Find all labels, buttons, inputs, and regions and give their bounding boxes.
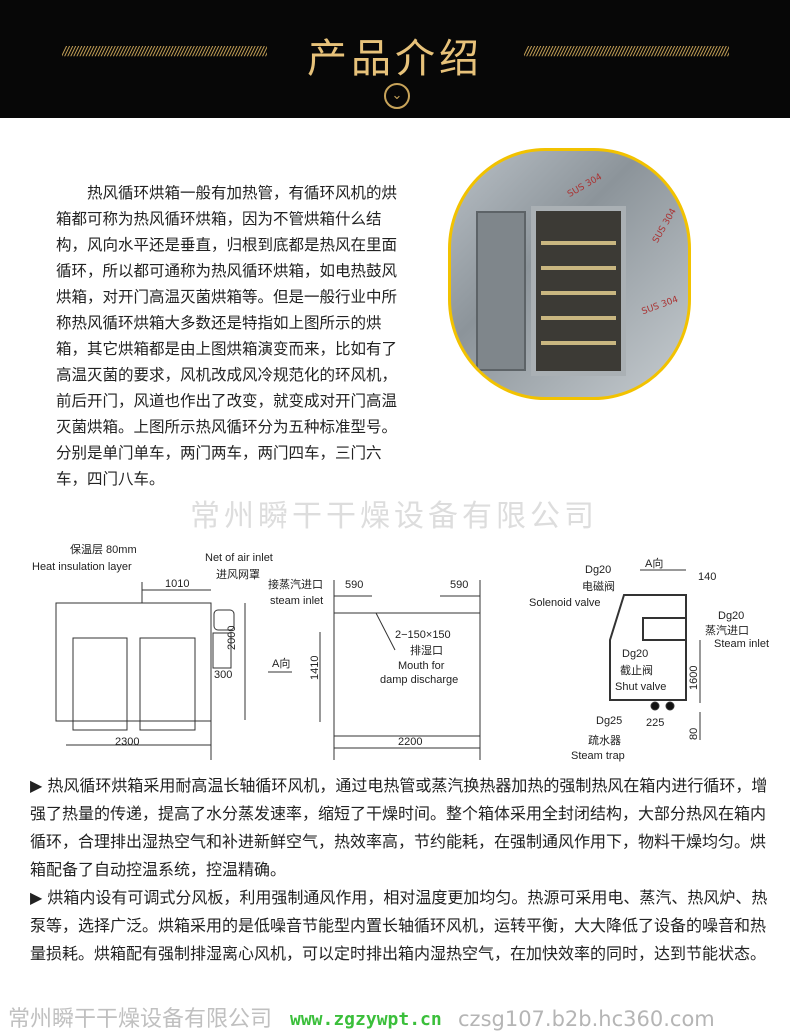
rack	[541, 316, 616, 320]
steam-inlet-en: steam inlet	[270, 595, 323, 607]
watermark-url: www.zgzywpt.cn	[290, 1009, 442, 1030]
air-inlet-cn: 进风网罩	[216, 568, 260, 581]
damp-size: 2−150×150	[395, 629, 451, 641]
chevron-down-icon: ⌄	[384, 83, 410, 109]
dim-1600: 1600	[688, 666, 700, 690]
dim-140: 140	[698, 571, 716, 583]
header-banner: ////////////////////////////////////////…	[0, 0, 790, 118]
sus-label: SUS 304	[640, 294, 680, 318]
damp-en: damp discharge	[380, 674, 458, 686]
insulation-cn: 保温层 80mm	[70, 542, 137, 556]
shut-en: Shut valve	[615, 681, 666, 693]
dim-2000: 2000	[226, 626, 238, 650]
dim-2200: 2200	[398, 736, 422, 748]
trap-cn: 疏水器	[588, 733, 621, 747]
decor-left: ////////////////////////////////////////…	[62, 44, 267, 58]
air-inlet-en: Net of air inlet	[205, 552, 273, 564]
dim-1010: 1010	[165, 578, 189, 590]
steam2-en: Steam inlet	[714, 638, 769, 650]
steam2-cn: 蒸汽进口	[705, 623, 749, 637]
product-photo: SUS 304 SUS 304 SUS 304	[448, 148, 691, 400]
rack	[541, 241, 616, 245]
page-title: 产品介绍	[307, 36, 483, 82]
damp-en: Mouth for	[398, 660, 445, 672]
insulation-en: Heat insulation layer	[32, 561, 132, 573]
rack	[541, 266, 616, 270]
dim-80: 80	[688, 728, 700, 740]
dim-1410: 1410	[309, 656, 321, 680]
dim-590: 590	[450, 579, 468, 591]
decor-right: ////////////////////////////////////////…	[524, 44, 729, 58]
a-direction: A向	[645, 556, 663, 570]
left-door	[476, 211, 526, 371]
rack	[541, 341, 616, 345]
solenoid-en: Solenoid valve	[529, 597, 601, 609]
dimension-diagram: 保温层 80mm Heat insulation layer Net of ai…	[32, 542, 769, 762]
dim-225: 225	[646, 717, 664, 729]
feature-text: ▶ 热风循环烘箱采用耐高温长轴循环风机，通过电热管或蒸汽换热器加热的强制热风在箱…	[30, 772, 775, 968]
watermark: 常州瞬干干燥设备有限公司	[8, 1007, 273, 1032]
feature-paragraph: ▶ 热风循环烘箱采用耐高温长轴循环风机，通过电热管或蒸汽换热器加热的强制热风在箱…	[30, 776, 768, 879]
dg20: Dg20	[622, 648, 648, 660]
feature-paragraph: ▶ 烘箱内设有可调式分风板，利用强制通风作用，相对温度更加均匀。热源可采用电、蒸…	[30, 888, 768, 963]
watermark-url: czsg107.b2b.hc360.com	[458, 1007, 715, 1031]
a-direction: A向	[272, 656, 290, 670]
sus-label: SUS 304	[651, 207, 679, 245]
shut-cn: 截止阀	[620, 663, 653, 677]
watermark: 常州瞬干干燥设备有限公司	[190, 499, 598, 534]
dg25: Dg25	[596, 715, 622, 727]
rack	[541, 291, 616, 295]
dg20: Dg20	[585, 564, 611, 576]
solenoid-cn: 电磁阀	[582, 579, 615, 593]
intro-paragraph: 热风循环烘箱一般有加热管，有循环风机的烘箱都可称为热风循环烘箱，因为不管烘箱什么…	[56, 184, 398, 488]
dim-300: 300	[214, 669, 232, 681]
dim-590: 590	[345, 579, 363, 591]
dim-2300: 2300	[115, 736, 139, 748]
trap-en: Steam trap	[571, 750, 625, 762]
damp-cn: 排湿口	[410, 643, 443, 657]
steam-inlet-cn: 接蒸汽进口	[268, 577, 323, 591]
sus-label: SUS 304	[566, 172, 605, 200]
dg20: Dg20	[718, 610, 744, 622]
